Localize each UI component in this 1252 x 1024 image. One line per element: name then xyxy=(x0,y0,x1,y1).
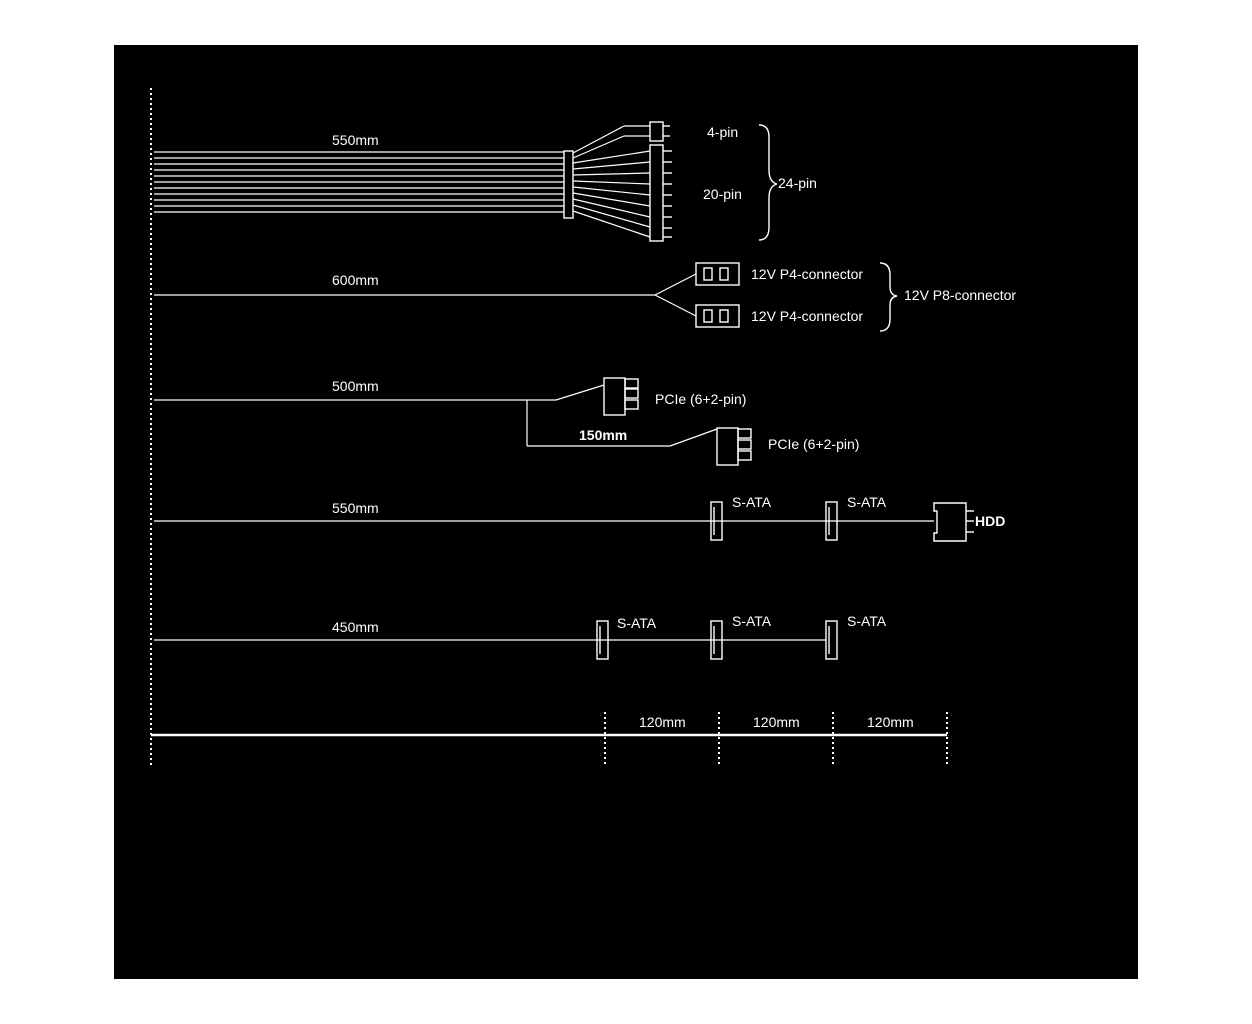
cpu-p4-top-label: 12V P4-connector xyxy=(751,266,863,282)
sata2-connector-1-label: S-ATA xyxy=(617,615,657,631)
pcie-connector-1-label: PCIe (6+2-pin) xyxy=(655,391,746,407)
scale-seg1-label: 120mm xyxy=(639,714,686,730)
pcie-connector-1 xyxy=(603,377,639,416)
cpu-cable: 600mm 12V P4-connector 12V P4-connector … xyxy=(154,262,1016,332)
sata2-connector-2 xyxy=(710,620,723,660)
cpu-p8-label: 12V P8-connector xyxy=(904,287,1016,303)
cpu-length-label: 600mm xyxy=(332,272,379,288)
sata1-connector-2-label: S-ATA xyxy=(847,494,887,510)
hdd-molex-connector xyxy=(933,502,974,542)
atx-length-label: 550mm xyxy=(332,132,379,148)
cpu-p8-brace xyxy=(879,262,898,332)
sata2-connector-3-label: S-ATA xyxy=(847,613,887,629)
sata2-connector-3 xyxy=(825,620,838,660)
hdd-label: HDD xyxy=(975,513,1005,529)
sata1-length-label: 550mm xyxy=(332,500,379,516)
atx-4pin-label: 4-pin xyxy=(707,124,738,140)
pcie-length-label: 500mm xyxy=(332,378,379,394)
atx-fan-out-wires xyxy=(572,125,651,238)
pcie-connector-2-label: PCIe (6+2-pin) xyxy=(768,436,859,452)
scale-bar: 120mm 120mm 120mm xyxy=(151,712,948,765)
atx-20pin-connector xyxy=(649,144,672,242)
sata-cable-2: 450mm S-ATA S-ATA S-ATA xyxy=(154,613,887,660)
sata2-length-label: 450mm xyxy=(332,619,379,635)
pcie-cable: 500mm 150mm PCIe (6+2-pin) PCIe (6+2-pin… xyxy=(154,377,859,466)
sata1-connector-1-label: S-ATA xyxy=(732,494,772,510)
cpu-p4-bottom-label: 12V P4-connector xyxy=(751,308,863,324)
atx-cable: 550mm 4-pin 20-pin 24-pin xyxy=(154,121,817,242)
scale-seg2-label: 120mm xyxy=(753,714,800,730)
psu-cable-diagram: 550mm 4-pin 20-pin 24-pin 600mm 12V P4-c… xyxy=(150,88,1016,765)
atx-4pin-connector xyxy=(649,121,670,142)
pcie-branch-length-label: 150mm xyxy=(579,427,627,443)
pcie-connector-2 xyxy=(716,427,752,466)
atx-wire-bundle xyxy=(154,151,564,213)
atx-cable-sleeve xyxy=(563,150,574,219)
cpu-p4-bottom-connector xyxy=(695,304,740,328)
atx-24pin-label: 24-pin xyxy=(778,175,817,191)
sata2-connector-1 xyxy=(596,620,609,660)
sata2-connector-2-label: S-ATA xyxy=(732,613,772,629)
diagram-panel: 550mm 4-pin 20-pin 24-pin 600mm 12V P4-c… xyxy=(114,45,1138,979)
sata-cable-1: 550mm S-ATA S-ATA HDD xyxy=(154,494,1005,542)
sata1-connector-2 xyxy=(825,501,838,541)
sata1-connector-1 xyxy=(710,501,723,541)
cpu-p4-top-connector xyxy=(695,262,740,286)
scale-seg3-label: 120mm xyxy=(867,714,914,730)
atx-24pin-brace xyxy=(758,124,778,241)
atx-20pin-label: 20-pin xyxy=(703,186,742,202)
